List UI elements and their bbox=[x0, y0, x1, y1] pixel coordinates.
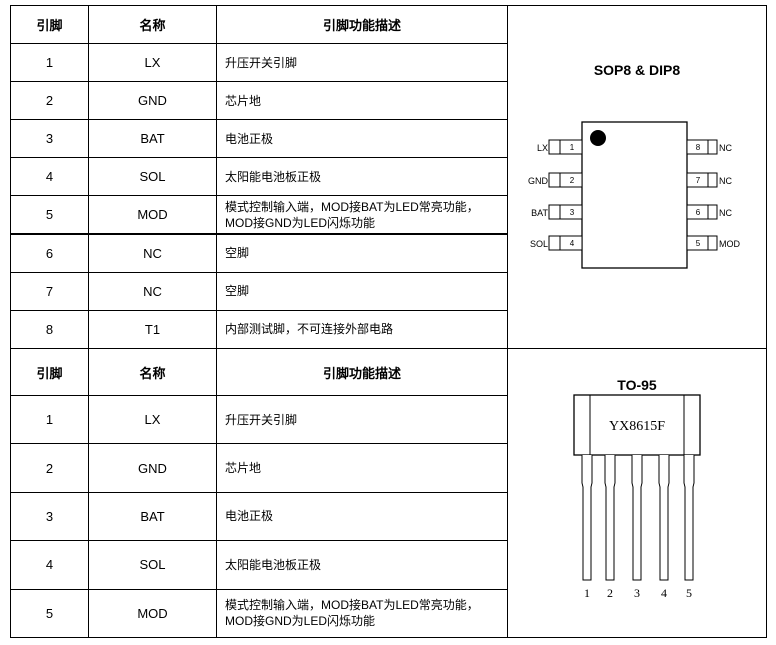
table-cell-pin-text: 5 bbox=[45, 207, 54, 223]
table-cell-name-text: LX bbox=[144, 412, 161, 428]
sop-pin-label: SOL bbox=[530, 239, 548, 249]
table-cell-pin-text: 2 bbox=[45, 460, 54, 476]
table-cell-name-text: BAT bbox=[140, 131, 165, 147]
table-cell-name-text: GND bbox=[138, 93, 167, 109]
table-cell-name-text: NC bbox=[143, 283, 162, 299]
table-cell-pin-text: 3 bbox=[45, 131, 54, 147]
sop-pin-number: 7 bbox=[696, 176, 701, 185]
to95-pin-number: 1 bbox=[584, 586, 590, 600]
to95-lead bbox=[604, 455, 616, 581]
sop-pin-number: 8 bbox=[696, 143, 701, 152]
table-cell-description-text: 内部测试脚，不可连接外部电路 bbox=[225, 322, 394, 337]
table-cell-pin-text: 5 bbox=[45, 605, 54, 621]
table-cell-description-text: 太阳能电池板正极 bbox=[225, 169, 322, 184]
to95-lead bbox=[683, 455, 695, 581]
to95-title: TO-95 bbox=[617, 377, 657, 393]
table-cell-description-text-2: MOD接GND为LED闪烁功能 bbox=[225, 215, 376, 230]
sop-pin-number: 5 bbox=[696, 239, 701, 248]
table-cell-name-text: BAT bbox=[140, 508, 165, 524]
header-desc-text: 引脚功能描述 bbox=[322, 365, 401, 381]
to95-pin-number: 4 bbox=[661, 586, 667, 600]
sop-pin-2 bbox=[548, 172, 583, 188]
sop-pin-1 bbox=[548, 139, 583, 155]
sop-pin-6 bbox=[686, 204, 718, 220]
table-cell-pin-text: 7 bbox=[45, 283, 54, 299]
sop-pin-number: 1 bbox=[570, 143, 575, 152]
to95-pin-number: 2 bbox=[607, 586, 613, 600]
table-cell-description-text: 模式控制输入端，MOD接BAT为LED常亮功能， bbox=[225, 598, 479, 613]
header-name-text: 名称 bbox=[139, 18, 166, 33]
table-cell-description-text: 升压开关引脚 bbox=[225, 412, 298, 427]
table-cell-pin-text: 4 bbox=[45, 557, 54, 573]
table-cell-name-text: LX bbox=[144, 55, 161, 71]
table-cell-description-text: 太阳能电池板正极 bbox=[225, 557, 322, 572]
sop-pin-label: MOD bbox=[719, 239, 740, 249]
to95-diagram: TO-95 YX8615F 1 2 3 4 5 bbox=[573, 377, 701, 600]
table-cell-description-text: 空脚 bbox=[225, 246, 250, 261]
sop-pin-3 bbox=[548, 204, 583, 220]
sop-pin-label: GND bbox=[528, 176, 549, 186]
sop8-title: SOP8 & DIP8 bbox=[594, 62, 681, 78]
to95-pin-number: 3 bbox=[634, 586, 640, 600]
to95-diagram-cell bbox=[507, 348, 767, 638]
to95-lead bbox=[631, 455, 643, 581]
to95-body bbox=[573, 394, 701, 456]
table-cell-description-text: 芯片地 bbox=[225, 461, 262, 476]
header-name-text: 名称 bbox=[139, 365, 166, 381]
table-cell-description-text: 模式控制输入端，MOD接BAT为LED常亮功能， bbox=[225, 199, 479, 214]
to95-lead bbox=[658, 455, 670, 581]
header-pin-text: 引脚 bbox=[36, 18, 63, 33]
table-cell-pin-text: 8 bbox=[45, 321, 54, 337]
sop-pin-label: BAT bbox=[531, 208, 548, 218]
sop-pin-4 bbox=[548, 235, 583, 251]
table-cell-name-text: NC bbox=[143, 245, 162, 261]
sop-pin-5 bbox=[686, 235, 718, 251]
table-cell-pin-text: 1 bbox=[45, 55, 54, 71]
table-cell-description-text: 电池正极 bbox=[225, 509, 274, 524]
table-cell-pin-text: 3 bbox=[45, 508, 54, 524]
table-cell-pin-text: 1 bbox=[45, 412, 54, 428]
table-cell-name-text: GND bbox=[138, 460, 167, 476]
table-cell-description: 模式控制输入端，MOD接BAT为LED常亮功能，MOD接GND为LED闪烁功能 bbox=[216, 588, 508, 638]
sop-pin-label: NC bbox=[719, 208, 732, 218]
sop-pin-number: 4 bbox=[570, 239, 575, 248]
to95-lead bbox=[581, 455, 593, 581]
table-cell-name-text: T1 bbox=[144, 321, 161, 337]
pin1-marker-dot bbox=[590, 130, 606, 146]
to95-pin-number: 5 bbox=[686, 586, 692, 600]
table-cell-description-text: 电池正极 bbox=[225, 131, 274, 146]
sop-pin-label: LX bbox=[537, 143, 548, 153]
table-cell-pin-text: 2 bbox=[45, 93, 54, 109]
sop8-body bbox=[581, 121, 688, 269]
table-cell-description-text-2: MOD接GND为LED闪烁功能 bbox=[225, 614, 376, 629]
table-cell-description-text: 芯片地 bbox=[225, 93, 262, 108]
table-cell-name-text: MOD bbox=[137, 605, 168, 621]
sop-pin-7 bbox=[686, 172, 718, 188]
table-cell-pin-text: 4 bbox=[45, 169, 54, 185]
header-pin-text: 引脚 bbox=[36, 365, 63, 381]
sop-pin-label: NC bbox=[719, 143, 732, 153]
sop-pin-8 bbox=[686, 139, 718, 155]
table-cell-description-text: 空脚 bbox=[225, 284, 250, 299]
to95-marking: YX8615F bbox=[609, 419, 665, 434]
table-cell-name-text: SOL bbox=[139, 169, 166, 185]
table-cell-name-text: MOD bbox=[137, 207, 168, 223]
sop-pin-number: 3 bbox=[570, 208, 575, 217]
sop-pin-number: 6 bbox=[696, 208, 701, 217]
header-desc-text: 引脚功能描述 bbox=[322, 18, 401, 33]
sop-pin-label: NC bbox=[719, 176, 732, 186]
table-cell-pin-text: 6 bbox=[45, 245, 54, 261]
table-cell-name-text: SOL bbox=[139, 557, 166, 573]
sop-pin-number: 2 bbox=[570, 176, 575, 185]
table-cell-description-text: 升压开关引脚 bbox=[225, 55, 298, 70]
